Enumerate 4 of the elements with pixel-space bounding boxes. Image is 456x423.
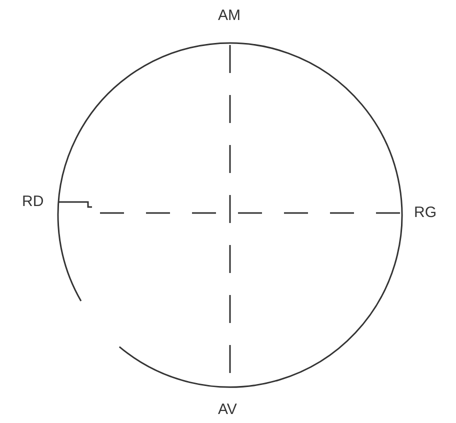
direction-label: AV — [218, 402, 237, 418]
direction-label: RG — [414, 205, 436, 221]
direction-label: AM — [218, 8, 240, 24]
direction-label: RD — [22, 194, 44, 210]
